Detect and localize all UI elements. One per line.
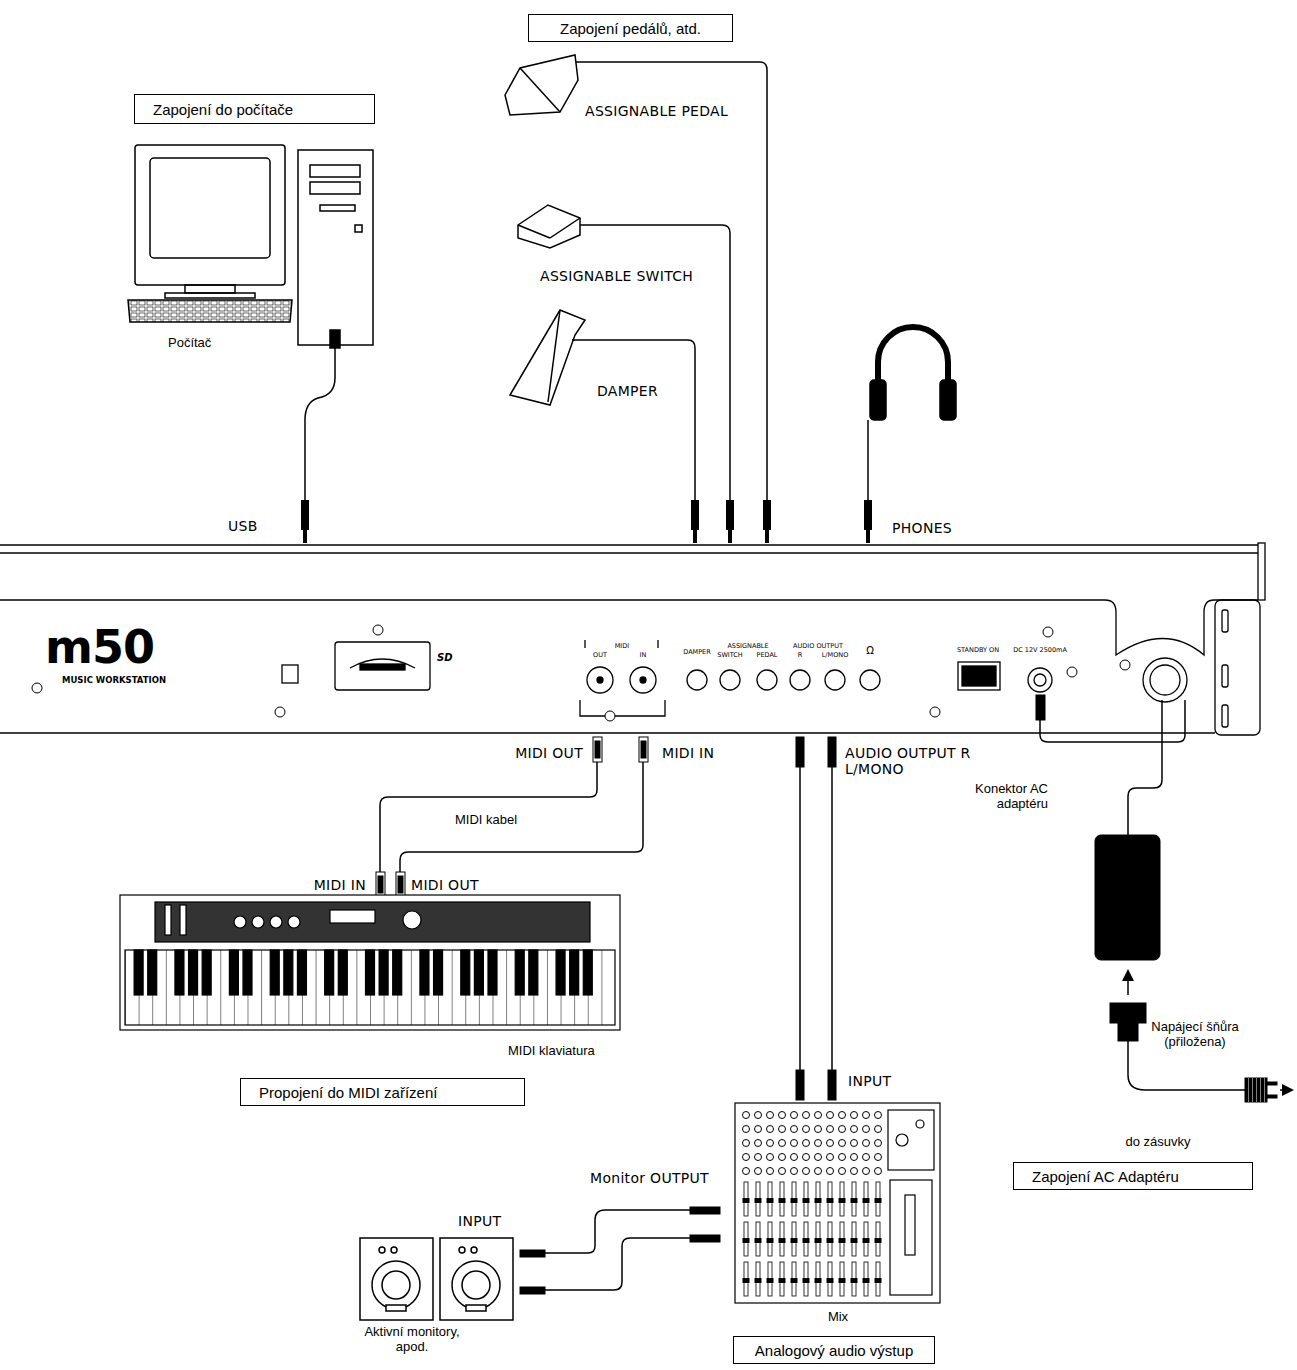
connector-label: PHONES — [892, 520, 952, 536]
logo-text: m50 — [45, 624, 154, 670]
caption-box: Zapojení do počítače — [134, 94, 375, 124]
panel-label: SWITCH — [717, 652, 743, 659]
black-key — [570, 950, 579, 995]
black-key — [434, 950, 443, 995]
black-key — [474, 950, 483, 995]
connector-label: Monitor OUTPUT — [590, 1170, 709, 1186]
panel-label: IN — [640, 652, 647, 659]
connector-label: SD — [437, 652, 453, 664]
black-key — [379, 950, 388, 995]
connector-label: MIDI OUT — [411, 877, 479, 893]
caption-box: Analogový audio výstup — [733, 1336, 935, 1364]
panel-label: DC 12V 2500mA — [1013, 647, 1067, 654]
black-key — [366, 950, 375, 995]
black-key — [515, 950, 524, 995]
black-key — [189, 950, 198, 995]
connector-label: MIDI IN — [662, 745, 714, 761]
connector-label: USB — [228, 518, 258, 534]
connector-label: ASSIGNABLE SWITCH — [540, 268, 693, 284]
caption-box: Zapojení pedálů, atd. — [528, 14, 733, 42]
black-key — [175, 950, 184, 995]
black-key — [229, 950, 238, 995]
black-key — [461, 950, 470, 995]
panel-label: DAMPER — [683, 649, 711, 656]
panel-label: ASSIGNABLE — [727, 643, 768, 650]
panel-label: STANDBY ON — [957, 647, 999, 654]
connector-label: MIDI OUT — [515, 745, 583, 761]
connector-label: Aktivní monitory, apod. — [357, 1325, 467, 1355]
black-key — [583, 950, 592, 995]
connector-label: ASSIGNABLE PEDAL — [585, 103, 728, 119]
black-key — [420, 950, 429, 995]
connector-label: Napájecí šňůra (přiložena) — [1145, 1020, 1245, 1050]
black-key — [134, 950, 143, 995]
connector-label: INPUT — [848, 1073, 891, 1089]
caption-box: Zapojení AC Adaptéru — [1013, 1162, 1253, 1190]
panel-label: R — [798, 652, 803, 659]
connector-label: do zásuvky — [1125, 1135, 1190, 1150]
connector-label: Mix — [828, 1310, 848, 1325]
black-key — [488, 950, 497, 995]
connector-label: INPUT — [458, 1213, 501, 1229]
caption-text: Zapojení do počítače — [153, 101, 293, 118]
black-key — [393, 950, 402, 995]
panel-label: PEDAL — [757, 652, 778, 659]
connector-label: DAMPER — [597, 383, 658, 399]
connector-label: Konektor AC adaptéru — [938, 782, 1048, 812]
black-key — [338, 950, 347, 995]
connector-label: Počítač — [168, 336, 211, 351]
black-key — [529, 950, 538, 995]
panel-label: MIDI — [615, 643, 629, 650]
black-key — [243, 950, 252, 995]
caption-text: Analogový audio výstup — [755, 1342, 913, 1359]
connector-label: MUSIC WORKSTATION — [62, 676, 166, 686]
connector-label: MIDI kabel — [455, 813, 517, 828]
caption-text: Zapojení AC Adaptéru — [1032, 1168, 1179, 1185]
black-key — [148, 950, 157, 995]
panel-label: L/MONO — [822, 652, 849, 659]
panel-label: Ω — [866, 645, 874, 657]
black-key — [556, 950, 565, 995]
panel-label: OUT — [593, 652, 607, 659]
caption-text: Propojení do MIDI zařízení — [259, 1084, 437, 1101]
black-key — [297, 950, 306, 995]
caption-box: Propojení do MIDI zařízení — [240, 1078, 525, 1106]
connector-label: AUDIO OUTPUT R L/MONO — [845, 745, 980, 777]
panel-label: AUDIO OUTPUT — [793, 643, 843, 650]
black-key — [325, 950, 334, 995]
black-key — [202, 950, 211, 995]
connector-label: MIDI klaviatura — [508, 1044, 595, 1059]
connector-label: MIDI IN — [314, 877, 366, 893]
black-key — [270, 950, 279, 995]
caption-text: Zapojení pedálů, atd. — [560, 20, 701, 37]
black-key — [284, 950, 293, 995]
